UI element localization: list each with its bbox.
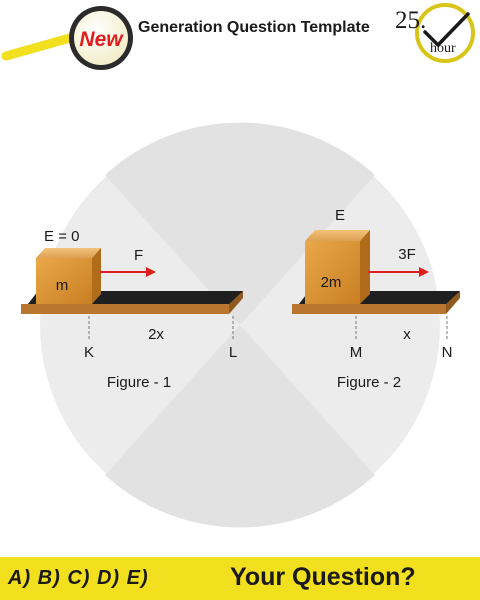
figure2-distance-label: x — [403, 326, 411, 343]
footer-bar — [0, 557, 480, 600]
magnifier-logo — [1, 6, 133, 70]
clock-icon — [415, 3, 475, 63]
figure2-mass-label: 2m — [321, 274, 342, 291]
page-title: Generation Question Template — [138, 19, 370, 36]
figure2-block — [305, 230, 370, 304]
question-placeholder: Your Question? — [230, 563, 416, 591]
figure2-force-label: 3F — [398, 246, 416, 263]
figure1-point-l: L — [229, 344, 237, 361]
clock-unit: hour — [430, 41, 456, 56]
figure1-point-k: K — [84, 344, 94, 361]
figure1-caption: Figure - 1 — [107, 374, 171, 391]
figure1-mass-label: m — [56, 277, 69, 294]
figure2-force-arrow — [368, 267, 429, 277]
figure2-caption: Figure - 2 — [337, 374, 401, 391]
figure2-point-m: M — [350, 344, 363, 361]
figure1-force-arrow — [100, 267, 156, 277]
figure2-energy-label: E — [335, 207, 345, 224]
figure1-block — [36, 248, 101, 304]
background-circle — [40, 122, 440, 528]
clock-number: 25. — [395, 7, 426, 34]
figure2-point-n: N — [442, 344, 453, 361]
figure1-distance-label: 2x — [148, 326, 164, 343]
figure1-energy-label: E = 0 — [44, 228, 79, 245]
answer-options: A) B) C) D) E) — [8, 567, 149, 589]
figure1-force-label: F — [134, 247, 143, 264]
new-badge-text: New — [79, 28, 124, 51]
